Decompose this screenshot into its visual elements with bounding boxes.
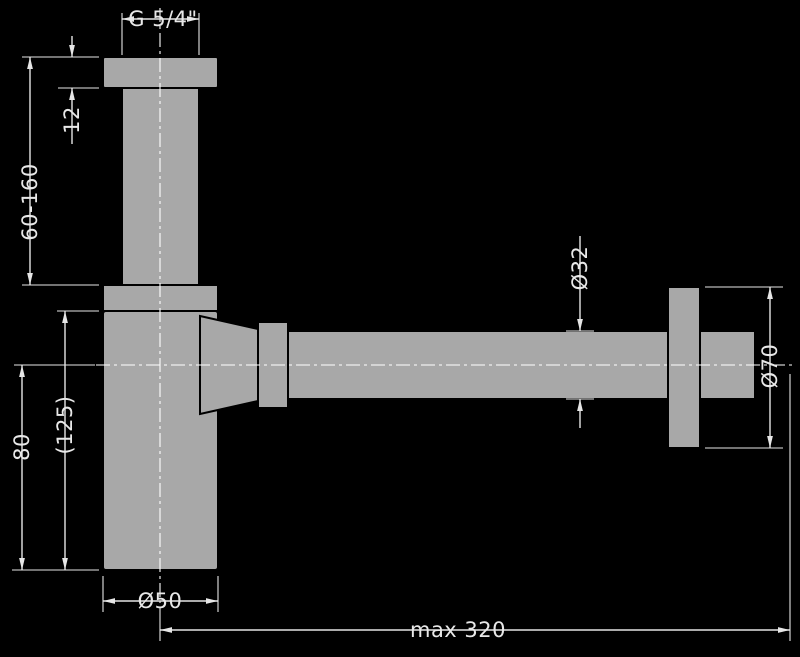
dim-label-flange-height: 12 bbox=[60, 106, 84, 134]
extension-line bbox=[159, 374, 791, 641]
dim-label-rosette-diameter: Ø70 bbox=[758, 344, 782, 389]
dimension-inlet-adjust: 60-160 bbox=[18, 57, 99, 286]
dimension-height-ref: (125) bbox=[12, 310, 99, 571]
dimension-outlet-height: 80 bbox=[10, 364, 95, 570]
dim-label-max-length: max 320 bbox=[410, 618, 506, 642]
dimension-pipe-diameter: Ø32 bbox=[566, 236, 594, 428]
extension-line bbox=[102, 576, 219, 612]
dimension-thread: G 5/4" bbox=[121, 7, 200, 55]
dim-label-height-ref: (125) bbox=[53, 396, 77, 455]
dimension-flange-height: 12 bbox=[22, 36, 99, 144]
wall-rosette bbox=[667, 286, 701, 449]
dim-label-inlet-adjust: 60-160 bbox=[18, 163, 42, 240]
dim-label-outlet-height: 80 bbox=[10, 433, 34, 461]
extension-line bbox=[22, 56, 99, 89]
dimension-cup-diameter: Ø50 bbox=[102, 576, 219, 613]
dimension-rosette-diameter: Ø70 bbox=[705, 286, 783, 449]
dim-label-thread: G 5/4" bbox=[128, 7, 197, 31]
dimension-max-length: max 320 bbox=[159, 374, 791, 642]
dim-label-pipe-diameter: Ø32 bbox=[568, 246, 592, 291]
